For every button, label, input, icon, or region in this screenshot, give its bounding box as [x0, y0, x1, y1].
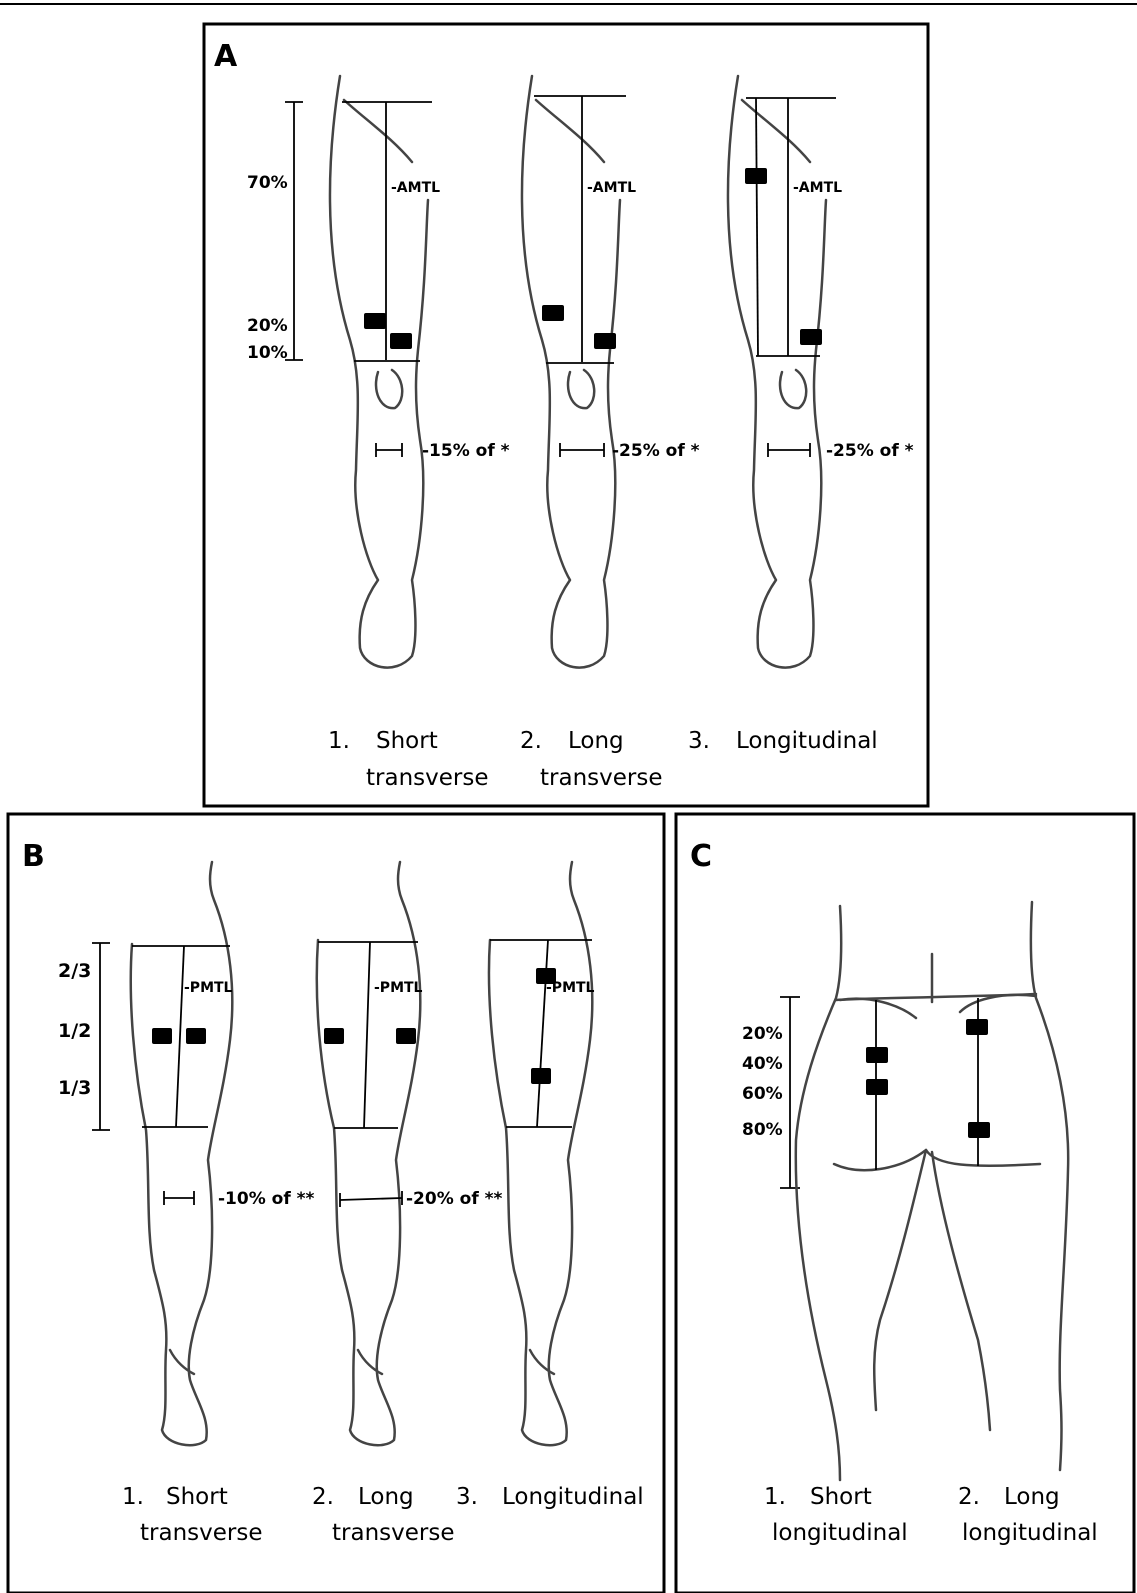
panel-c-letter: C — [690, 839, 712, 874]
pmtl-label: -PMTL — [546, 980, 595, 996]
caption-line2: transverse — [366, 765, 488, 791]
amtl-label: -AMTL — [391, 180, 440, 196]
width-label: -25% of * — [612, 441, 700, 461]
scale-label-20: 20% — [742, 1024, 783, 1044]
caption-line2: transverse — [140, 1520, 262, 1546]
caption-num: 2. — [958, 1484, 980, 1510]
panel-b: B 2/3 1/2 1/3 -PMTL -10% of ** — [8, 814, 664, 1593]
electrode-pad — [594, 333, 616, 349]
electrode-pad — [866, 1047, 888, 1063]
caption-line2: longitudinal — [772, 1520, 908, 1546]
caption-num: 2. — [312, 1484, 334, 1510]
electrode-pad — [324, 1028, 344, 1044]
caption-line1: Short — [810, 1484, 872, 1510]
scale-label-20: 20% — [247, 316, 288, 336]
amtl-label: -AMTL — [793, 180, 842, 196]
scale-label-half: 1/2 — [58, 1020, 91, 1042]
leg-a1: -AMTL -15% of * — [330, 76, 510, 668]
panel-a-frame — [204, 24, 928, 806]
pmtl-label: -PMTL — [374, 980, 423, 996]
scale-label-70: 70% — [247, 173, 288, 193]
electrode-pad — [186, 1028, 206, 1044]
width-bar — [560, 443, 604, 457]
amtl-label: -AMTL — [587, 180, 636, 196]
caption-line2: transverse — [540, 765, 662, 791]
caption-line1: Long — [568, 728, 624, 754]
leg-b2: -PMTL -20% of ** — [317, 862, 503, 1445]
caption-num: 2. — [520, 728, 542, 754]
scale-label-80: 80% — [742, 1120, 783, 1140]
width-label: -10% of ** — [218, 1189, 315, 1209]
caption-num: 1. — [764, 1484, 786, 1510]
panel-a-letter: A — [214, 39, 238, 74]
caption-line1: Long — [358, 1484, 414, 1510]
width-bar — [164, 1191, 194, 1205]
caption-line2: transverse — [332, 1520, 454, 1546]
panel-b-captions: 1. Short transverse 2. Long transverse 3… — [122, 1484, 644, 1546]
scale-label-10: 10% — [247, 343, 288, 363]
width-bar — [768, 443, 810, 457]
caption-line2: longitudinal — [962, 1520, 1098, 1546]
scale-label-two-thirds: 2/3 — [58, 960, 91, 982]
caption-line1: Short — [166, 1484, 228, 1510]
leg-b1: -PMTL -10% of ** — [131, 862, 315, 1445]
caption-line1: Longitudinal — [736, 728, 878, 754]
electrode-pad — [968, 1122, 990, 1138]
electrode-pad — [364, 313, 386, 329]
electrode-pad — [745, 168, 767, 184]
scale-label-one-third: 1/3 — [58, 1077, 91, 1099]
electrode-pad — [866, 1079, 888, 1095]
panel-b-scale: 2/3 1/2 1/3 — [58, 943, 110, 1130]
panel-c: C 20% 40% 60% 80% — [676, 814, 1134, 1593]
caption-num: 1. — [122, 1484, 144, 1510]
caption-line1: Longitudinal — [502, 1484, 644, 1510]
scale-label-60: 60% — [742, 1084, 783, 1104]
scale-label-40: 40% — [742, 1054, 783, 1074]
electrode-pad — [542, 305, 564, 321]
pmtl-label: -PMTL — [184, 980, 233, 996]
caption-num: 3. — [688, 728, 710, 754]
buttocks-figure — [796, 902, 1068, 1480]
width-label: -15% of * — [422, 441, 510, 461]
leg-b3: -PMTL — [489, 862, 595, 1445]
width-bar — [376, 443, 402, 457]
leg-a3: -AMTL -25% of * — [728, 76, 914, 668]
panel-c-scale: 20% 40% 60% 80% — [742, 997, 800, 1188]
electrode-pad — [390, 333, 412, 349]
panel-c-frame — [676, 814, 1134, 1593]
electrode-pad — [152, 1028, 172, 1044]
caption-line1: Long — [1004, 1484, 1060, 1510]
caption-num: 1. — [328, 728, 350, 754]
leg-a2: -AMTL -25% of * — [522, 76, 700, 668]
panel-b-letter: B — [22, 839, 45, 874]
caption-num: 3. — [456, 1484, 478, 1510]
width-label: -20% of ** — [406, 1189, 503, 1209]
panel-a: A 70% 20% 10% -AMTL -15% — [204, 24, 928, 806]
caption-line1: Short — [376, 728, 438, 754]
electrode-pad — [966, 1019, 988, 1035]
panel-a-captions: 1. Short transverse 2. Long transverse 3… — [328, 728, 878, 791]
panel-c-captions: 1. Short longitudinal 2. Long longitudin… — [764, 1484, 1098, 1546]
panel-a-scale: 70% 20% 10% — [247, 102, 303, 363]
electrode-pad — [396, 1028, 416, 1044]
electrode-pad — [531, 1068, 551, 1084]
width-label: -25% of * — [826, 441, 914, 461]
width-bar — [340, 1191, 402, 1207]
electrode-pad — [800, 329, 822, 345]
